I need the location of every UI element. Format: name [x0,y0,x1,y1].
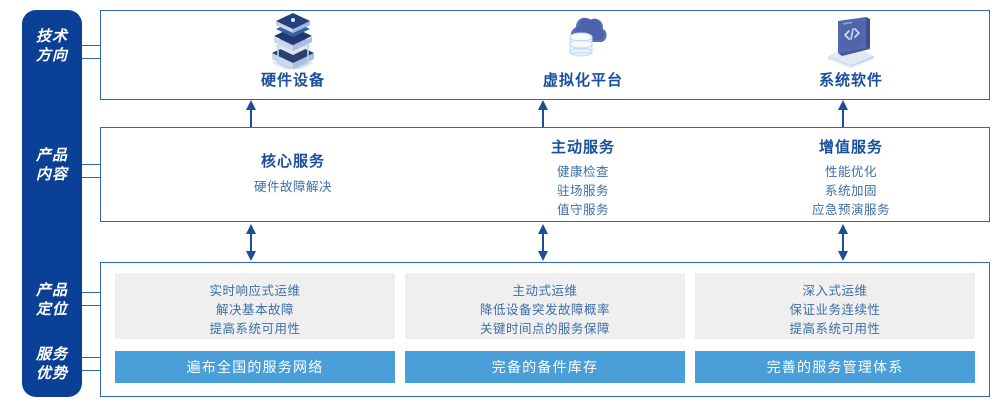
advantage-bar-network[interactable]: 遍布全国的服务网络 [115,351,395,383]
position-line: 降低设备突发故障概率 [479,303,610,317]
position-line: 提高系统可用性 [209,322,301,336]
position-box-deep[interactable]: 深入式运维 保证业务连续性 提高系统可用性 [695,273,975,339]
category-rail [22,10,82,397]
product-content-item: 驻场服务 [556,184,609,198]
rail-label-product-position: 产品 定位 [22,281,82,319]
rail-label-service-advantage: 服务 优势 [22,345,82,383]
tech-item-hardware[interactable]: 硬件设备 [163,11,423,101]
connector-line [82,370,101,371]
tech-item-label: 虚拟化平台 [542,72,623,89]
advantage-bar-label: 遍布全国的服务网络 [186,359,324,375]
product-content-title: 主动服务 [550,139,615,156]
position-box-proactive[interactable]: 主动式运维 降低设备突发故障概率 关键时间点的服务保障 [405,273,685,339]
advantage-bar-label: 完备的备件库存 [491,359,599,375]
product-content-value-added[interactable]: 增值服务 性能优化 系统加固 应急预演服务 [721,128,981,231]
arrow-up-system-software [838,100,848,127]
connector-line [82,357,101,358]
arrow-up-virtualization [538,100,548,127]
tech-item-label: 系统软件 [818,72,883,89]
connector-line [82,164,101,165]
position-line: 深入式运维 [802,284,868,298]
position-line: 提高系统可用性 [789,322,881,336]
arrow-bidirectional-value-added [838,224,848,261]
product-content-title: 增值服务 [818,139,883,156]
arrow-bidirectional-proactive [538,224,548,261]
product-content-item: 系统加固 [824,184,877,198]
advantage-bar-spare-parts[interactable]: 完备的备件库存 [405,351,685,383]
rail-label-tech-direction: 技术 方向 [22,27,82,65]
position-box-realtime[interactable]: 实时响应式运维 解决基本故障 提高系统可用性 [115,273,395,339]
product-content-title: 核心服务 [260,153,325,170]
product-content-item: 健康检查 [556,165,609,179]
rail-label-line: 技术 [35,28,68,45]
rail-label-line: 产品 [35,282,68,299]
product-content-section: 核心服务 硬件故障解决 主动服务 健康检查 驻场服务 值守服务 增值服务 性能优… [100,127,990,222]
product-content-item: 值守服务 [556,203,609,217]
rail-label-line: 内容 [35,166,68,183]
arrow-up-hardware [246,100,256,127]
rail-label-line: 产品 [35,147,68,164]
product-content-item: 硬件故障解决 [253,180,332,194]
advantage-bar-label: 完善的服务管理体系 [766,359,904,375]
connector-line [82,45,101,46]
laptop-code-icon [822,13,880,69]
arrow-bidirectional-core [246,224,256,261]
product-content-core[interactable]: 核心服务 硬件故障解决 [163,128,423,245]
product-content-item: 应急预演服务 [811,203,890,217]
rail-label-product-content: 产品 内容 [22,146,82,184]
position-line: 主动式运维 [512,284,578,298]
tech-item-label: 硬件设备 [260,72,325,89]
position-line: 解决基本故障 [215,303,294,317]
rail-label-line: 定位 [35,301,68,318]
connector-line [82,177,101,178]
advantage-bar-management[interactable]: 完善的服务管理体系 [695,351,975,383]
tech-item-system-software[interactable]: 系统软件 [721,11,981,101]
connector-line [82,305,101,306]
product-content-proactive[interactable]: 主动服务 健康检查 驻场服务 值守服务 [453,128,713,231]
connector-line [82,292,101,293]
cloud-database-icon [556,13,610,69]
rail-label-line: 方向 [35,47,68,64]
rail-label-line: 优势 [35,365,68,382]
product-content-item: 性能优化 [824,165,877,179]
rail-label-line: 服务 [35,346,68,363]
server-stack-icon [266,13,320,69]
connector-line [82,58,101,59]
position-line: 实时响应式运维 [209,284,301,298]
product-position-section: 实时响应式运维 解决基本故障 提高系统可用性 主动式运维 降低设备突发故障概率 … [100,262,990,397]
tech-direction-section: 硬件设备 [100,10,990,100]
position-line: 关键时间点的服务保障 [479,322,610,336]
tech-item-virtualization[interactable]: 虚拟化平台 [453,11,713,101]
position-line: 保证业务连续性 [789,303,881,317]
